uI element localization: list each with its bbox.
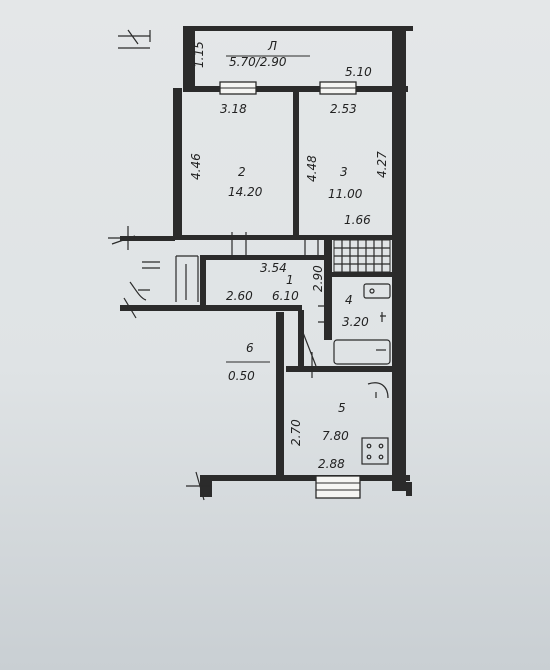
door-room2 [231,232,247,258]
room2-area: 14.20 [228,185,263,199]
doors [175,232,324,378]
room2-left-wall [173,88,182,240]
hall-top-wall [206,255,324,260]
door-room3 [304,238,319,256]
room2-length: 4.46 [189,153,203,180]
right-corner [406,482,412,496]
wc-width: 1.66 [344,213,371,227]
closet-door [301,329,317,378]
hall-area: 6.10 [272,289,299,303]
stove-icon [361,437,389,465]
break-mark-mid [108,226,172,250]
kitchen-sink-icon [367,382,389,399]
walls [120,26,413,497]
windows [219,81,361,499]
entry-door [175,255,199,302]
room3-width: 2.53 [330,102,357,116]
window-kitchen [315,475,361,499]
break-mark-entry [120,297,140,319]
room3-length: 4.48 [305,155,319,182]
hall-left-wall [200,255,206,310]
kitchen-width: 2.88 [318,457,345,471]
kitchen-fixtures [361,382,389,465]
bath-area: 3.20 [342,315,369,329]
hall-number: 1 [286,273,294,287]
wc-left-wall [324,240,332,340]
kitchen-area: 7.80 [322,429,349,443]
room2-width: 3.18 [220,102,247,116]
closet-area: 0.50 [228,369,255,383]
bathtub-icon [333,339,391,365]
balcony-right-wall [392,26,406,90]
rooms-bottom-wall-left [180,235,305,240]
closet-right-wall [298,310,304,370]
bath-fixtures [333,283,391,365]
closet-number: 6 [246,341,254,355]
kitchen-height: 2.70 [289,419,303,446]
wc-bath-wall [324,272,392,277]
wc-tiles [333,239,391,273]
room3-number: 3 [340,165,348,179]
balcony-left-wall [183,26,195,90]
hall-width: 3.54 [260,261,287,275]
dimension-labels: Л 5.70/2.90 1.15 5.10 3.18 2.53 4.46 2 1… [189,39,389,471]
room3-area: 11.00 [328,187,363,201]
bottom-exterior-wall [200,475,410,481]
sink-icon [363,283,391,299]
balcony-length: 5.10 [345,65,372,79]
bath-number: 4 [345,293,353,307]
kitchen-number: 5 [338,401,346,415]
balcony-area: 5.70/2.90 [229,55,287,69]
right-exterior-wall [392,86,406,491]
balcony-top-wall [183,26,413,31]
kitchen-left-wall [276,312,284,476]
balcony-name: Л [267,39,277,53]
room2-room3-wall [293,90,299,240]
hall-height: 2.90 [311,265,325,292]
room3-right-length: 4.27 [375,151,389,178]
kitchen-top-wall [286,366,394,372]
hall-bottom-width: 2.60 [226,289,253,303]
break-mark-top [118,29,151,49]
balcony-depth: 1.15 [192,41,206,68]
bath-door [318,305,324,323]
rooms-bottom-wall-right [305,235,393,240]
room2-number: 2 [238,165,246,179]
bottom-left-stub [200,481,212,497]
break-mark-bottom [186,471,212,501]
facade-wall-top [183,86,408,92]
hall-bottom-wall [120,305,302,311]
break-marks [108,29,212,501]
entry-stairs [129,261,160,301]
